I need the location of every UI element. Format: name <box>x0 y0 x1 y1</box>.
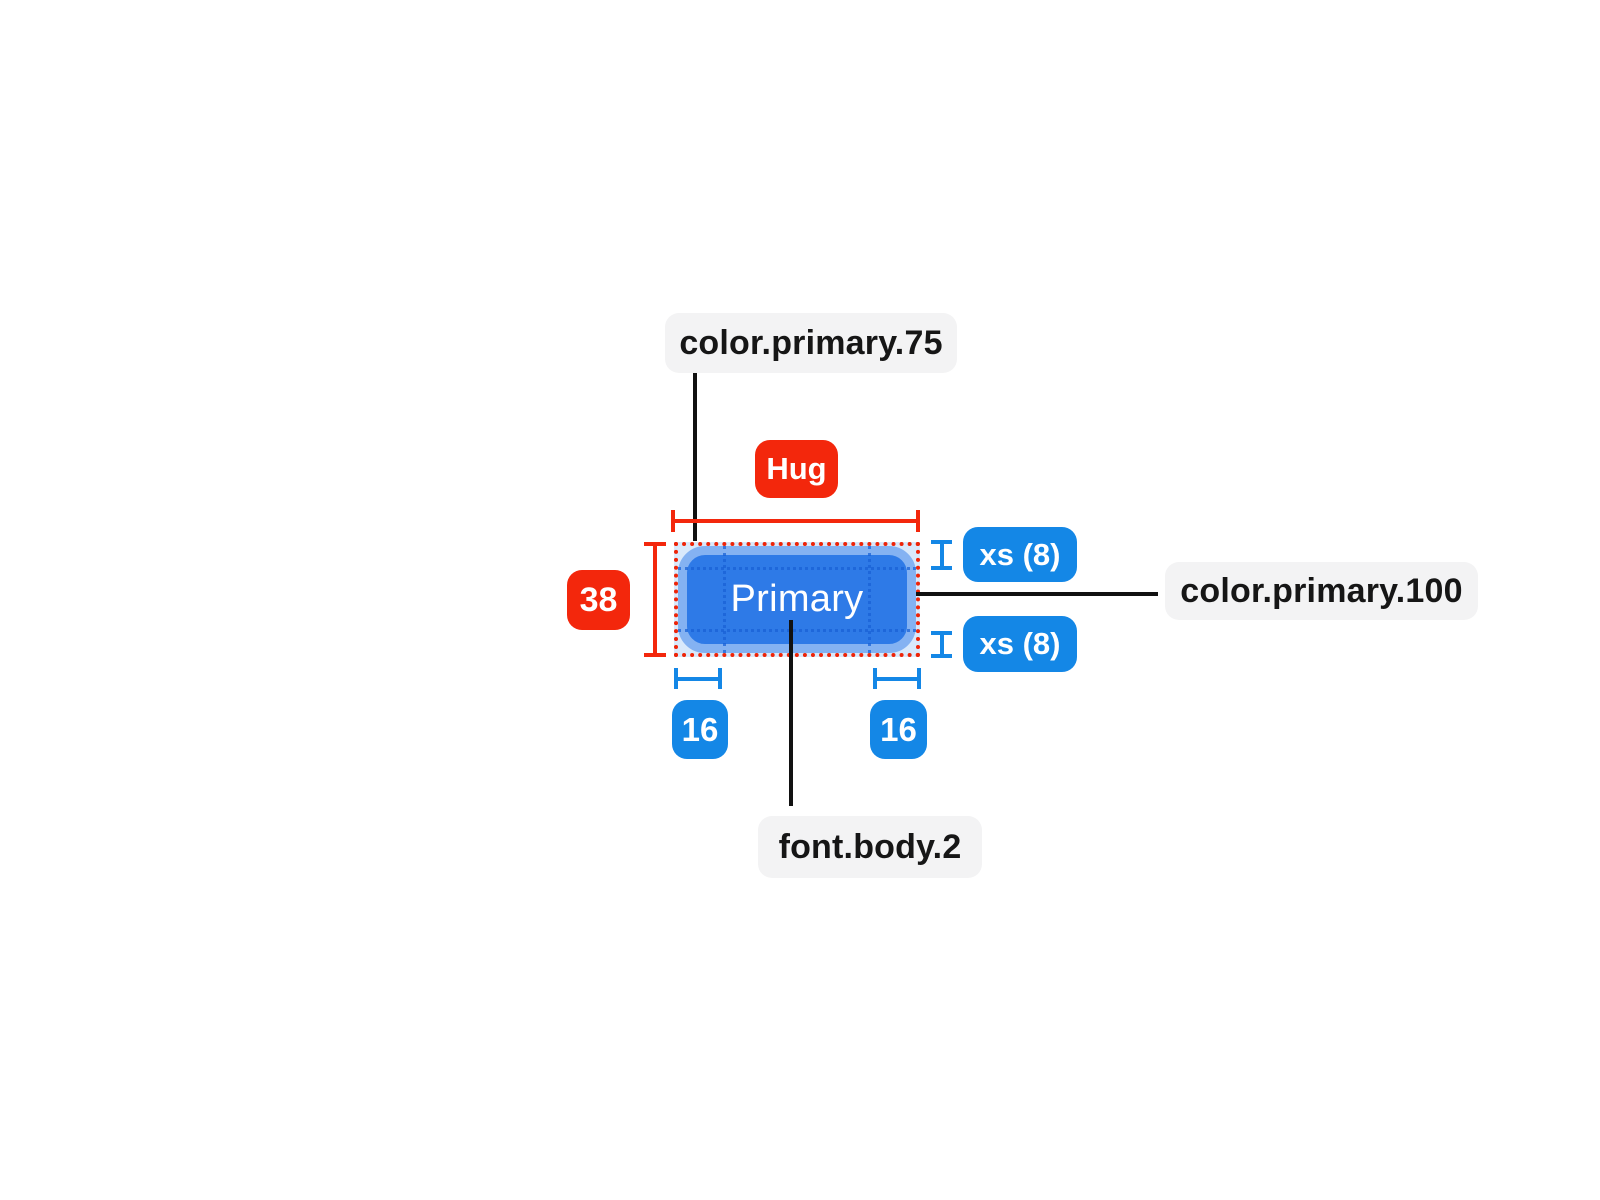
padding-left-badge: 16 <box>672 700 728 759</box>
measure-cap <box>931 566 952 570</box>
padding-bottom-measure <box>931 631 952 658</box>
button-bounding-box: Primary <box>674 542 920 657</box>
padding-top-measure <box>931 540 952 570</box>
token-label-ring-color: color.primary.75 <box>665 313 957 373</box>
padding-guide-left <box>723 546 726 653</box>
measure-bar <box>674 676 722 681</box>
leader-line-ring-color <box>693 373 697 541</box>
measure-cap <box>718 668 722 689</box>
primary-button[interactable]: Primary <box>678 546 916 653</box>
padding-right-measure <box>873 668 921 689</box>
measure-cap <box>931 654 952 658</box>
padding-top-badge: xs (8) <box>963 527 1077 582</box>
measure-bar <box>671 519 920 523</box>
height-measure <box>644 542 666 657</box>
width-measure <box>671 510 920 532</box>
primary-button-label: Primary <box>730 578 864 620</box>
padding-bottom-badge: xs (8) <box>963 616 1077 672</box>
padding-guide-bottom <box>678 629 916 632</box>
leader-line-fill-color <box>916 592 1158 596</box>
measure-bar <box>653 542 657 657</box>
padding-right-badge: 16 <box>870 700 927 759</box>
token-label-fill-color: color.primary.100 <box>1165 562 1478 620</box>
token-label-font: font.body.2 <box>758 816 982 878</box>
padding-guide-top <box>678 567 916 570</box>
width-mode-badge: Hug <box>755 440 838 498</box>
measure-cap <box>917 668 921 689</box>
padding-left-measure <box>674 668 722 689</box>
measure-bar <box>939 540 944 570</box>
measure-cap <box>644 653 666 657</box>
measure-bar <box>939 631 944 658</box>
measure-bar <box>873 676 921 681</box>
leader-line-font-token <box>789 620 793 806</box>
measure-cap <box>916 510 920 532</box>
padding-guide-right <box>868 546 871 653</box>
height-badge: 38 <box>567 570 630 630</box>
